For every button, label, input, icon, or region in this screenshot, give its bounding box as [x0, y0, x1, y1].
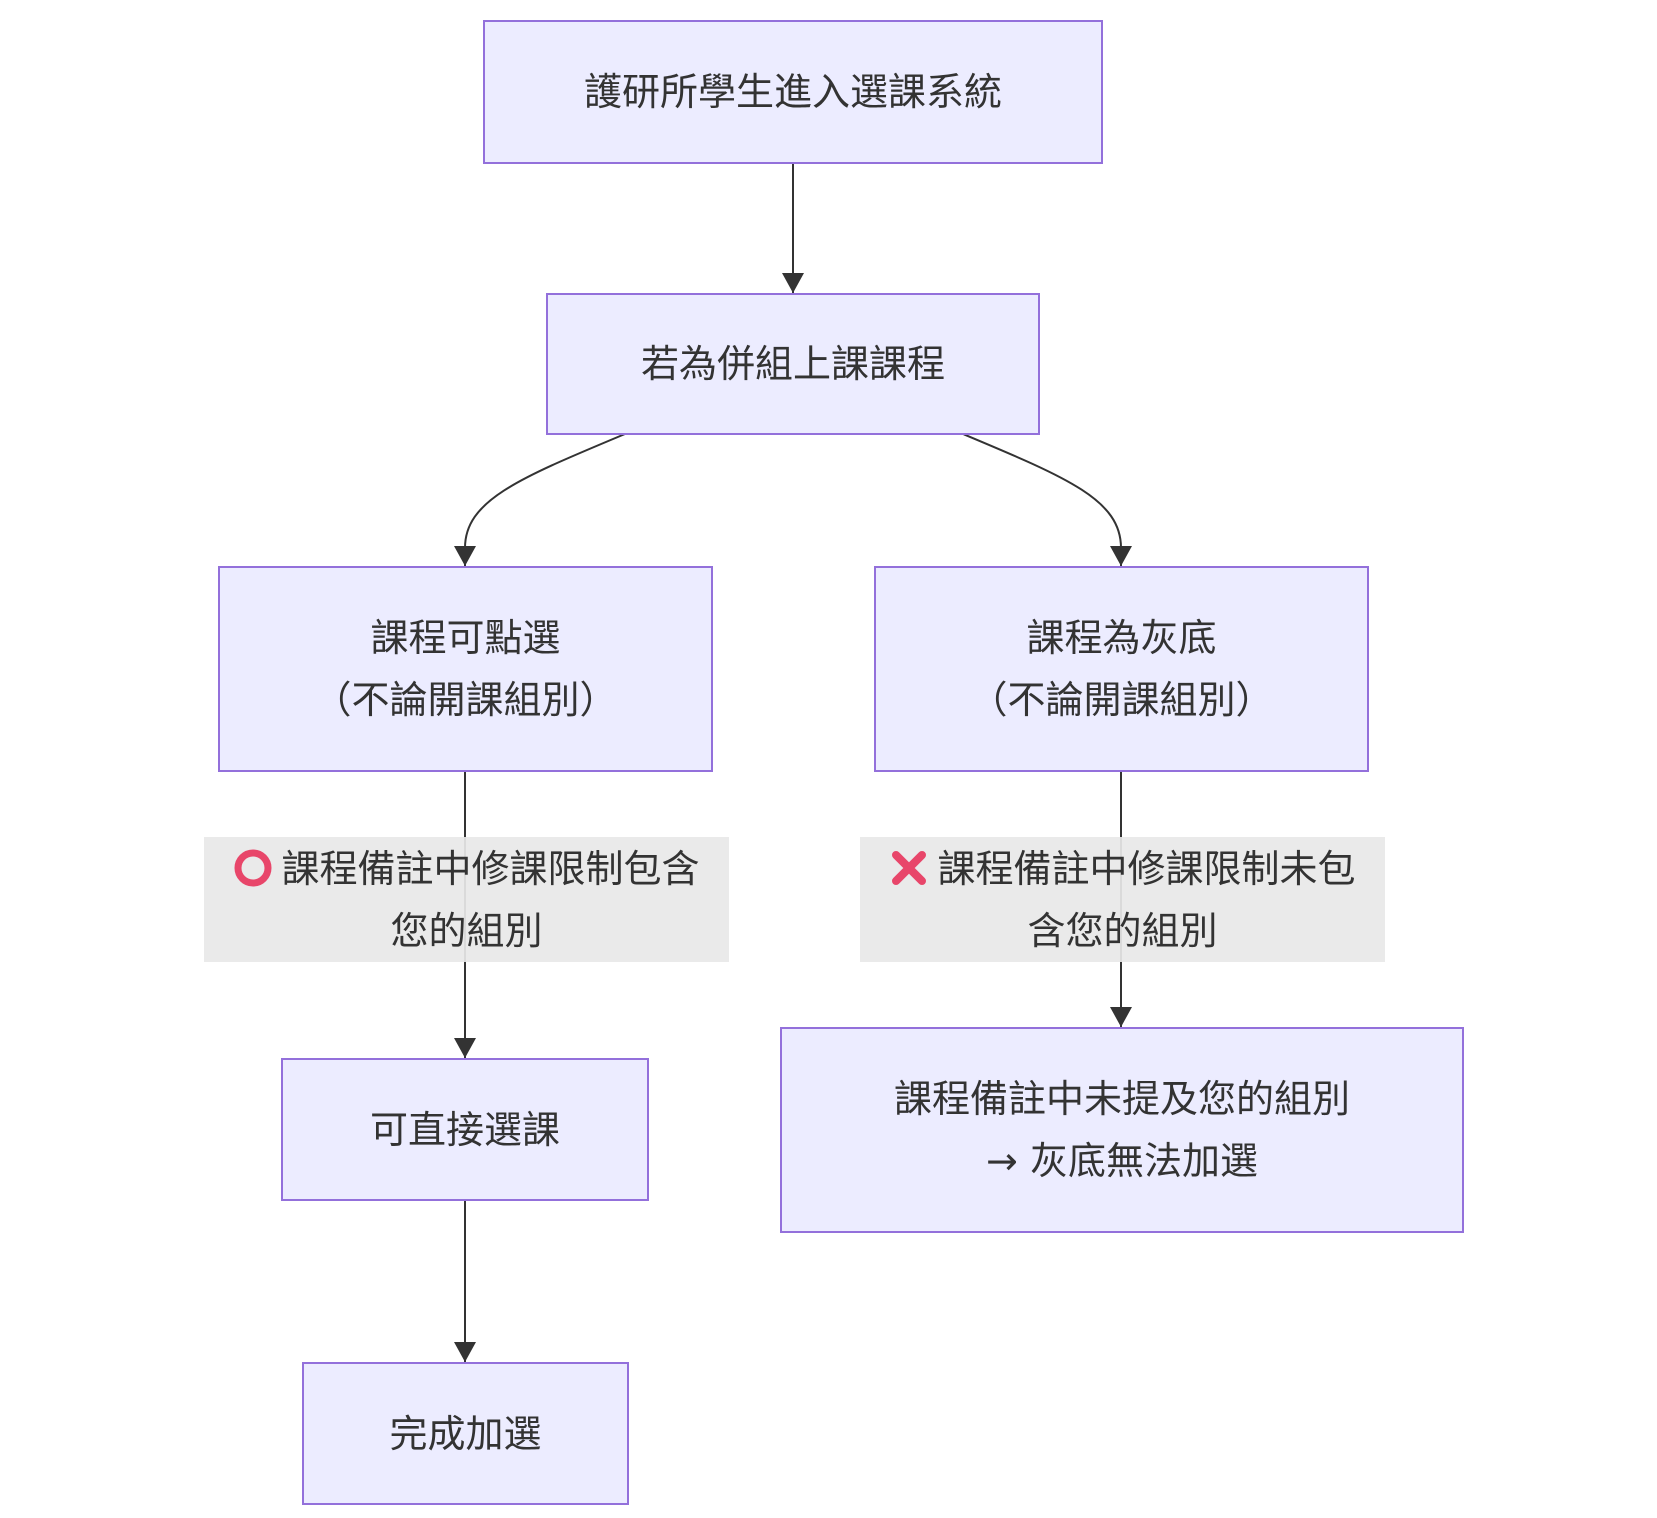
hollow-red-circle-icon [234, 849, 272, 886]
arrowhead-grayed-to-not-mentioned [1110, 1007, 1132, 1027]
node-combined-course-label: 若為併組上課課程 [640, 342, 945, 386]
node-done: 完成加選 [302, 1362, 629, 1505]
arrowhead-selectable-to-direct [454, 1038, 476, 1058]
node-direct-select: 可直接選課 [281, 1058, 649, 1201]
arrowhead-combined-to-selectable [454, 546, 476, 566]
node-done-label: 完成加選 [389, 1411, 542, 1456]
edge-label-included-line2: 您的組別 [390, 908, 543, 953]
node-course-grayed-line2: （不論開課組別） [969, 678, 1274, 722]
node-not-mentioned-line1: 課程備註中未提及您的組別 [893, 1077, 1350, 1121]
node-start: 護研所學生進入選課系統 [483, 20, 1103, 164]
node-combined-course: 若為併組上課課程 [546, 293, 1040, 435]
node-course-selectable-line1: 課程可點選 [370, 616, 561, 660]
node-course-grayed-line1: 課程為灰底 [1026, 616, 1217, 660]
edge-label-included-line1: 課程備註中修課限制包含 [281, 846, 700, 891]
edge-combined-to-grayed [962, 433, 1122, 566]
node-start-label: 護研所學生進入選課系統 [583, 70, 1002, 114]
node-course-selectable-line2: （不論開課組別） [313, 678, 618, 722]
edge-label-included: 課程備註中修課限制包含 您的組別 [204, 837, 729, 962]
arrowhead-direct-to-done [454, 1342, 476, 1362]
edge-label-excluded-line1: 課程備註中修課限制未包 [937, 846, 1356, 891]
node-direct-select-label: 可直接選課 [369, 1107, 560, 1152]
edge-label-excluded-line2: 含您的組別 [1027, 908, 1218, 953]
node-course-grayed: 課程為灰底 （不論開課組別） [874, 566, 1369, 772]
node-not-mentioned-line2: → 灰底無法加選 [986, 1139, 1258, 1183]
edge-combined-to-selectable [464, 433, 626, 566]
edge-label-excluded: 課程備註中修課限制未包 含您的組別 [860, 837, 1385, 962]
node-course-selectable: 課程可點選 （不論開課組別） [218, 566, 713, 772]
arrowhead-combined-to-grayed [1110, 546, 1132, 566]
red-cross-icon [892, 850, 927, 885]
node-not-mentioned: 課程備註中未提及您的組別 → 灰底無法加選 [780, 1027, 1464, 1233]
arrowhead-start-to-combined [782, 273, 804, 293]
